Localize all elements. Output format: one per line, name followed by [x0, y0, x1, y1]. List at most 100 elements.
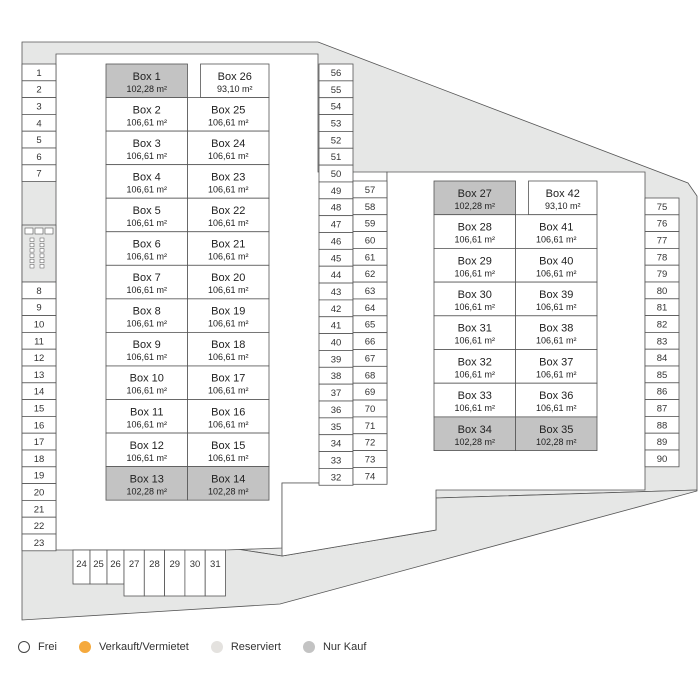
parking-space[interactable]: 64	[352, 298, 388, 317]
parking-space[interactable]: 68	[352, 365, 388, 384]
parking-space[interactable]: 72	[352, 433, 388, 452]
parking-space[interactable]: 42	[318, 299, 354, 318]
parking-space[interactable]: 13	[21, 365, 57, 384]
parking-space[interactable]: 44	[318, 265, 354, 284]
parking-space[interactable]: 27	[123, 549, 145, 597]
parking-space[interactable]: 45	[318, 248, 354, 267]
parking-space[interactable]: 86	[644, 382, 680, 400]
parking-space[interactable]: 39	[318, 350, 354, 368]
parking-space[interactable]: 23	[21, 533, 57, 552]
parking-space[interactable]: 56	[318, 63, 354, 82]
parking-space[interactable]: 50	[318, 164, 354, 183]
parking-space[interactable]: 80	[644, 281, 680, 300]
parking-space[interactable]: 8	[21, 281, 57, 300]
parking-space[interactable]: 26	[106, 549, 125, 585]
parking-space[interactable]: 62	[352, 264, 388, 283]
parking-space[interactable]: 25	[89, 549, 108, 585]
parking-space[interactable]: 47	[318, 215, 354, 233]
parking-space[interactable]: 2	[21, 80, 57, 99]
parking-space[interactable]: 63	[352, 281, 388, 300]
parking-space[interactable]: 7	[21, 164, 57, 183]
parking-space[interactable]: 59	[352, 214, 388, 232]
parking-space[interactable]: 85	[644, 365, 680, 384]
parking-space[interactable]: 15	[21, 399, 57, 417]
parking-space[interactable]: 32	[318, 467, 354, 486]
parking-space[interactable]: 84	[644, 348, 680, 367]
parking-space[interactable]: 66	[352, 332, 388, 350]
parking-space[interactable]: 73	[352, 450, 388, 468]
parking-space[interactable]: 60	[352, 231, 388, 249]
parking-space[interactable]: 76	[644, 214, 680, 233]
parking-space[interactable]: 33	[318, 451, 354, 469]
parking-space[interactable]: 29	[164, 549, 186, 597]
parking-space[interactable]: 4	[21, 114, 57, 132]
parking-space[interactable]: 20	[21, 483, 57, 501]
parking-space[interactable]: 75	[644, 197, 680, 216]
parking-space[interactable]: 46	[318, 232, 354, 250]
parking-space[interactable]: 12	[21, 348, 57, 367]
parking-space[interactable]: 10	[21, 315, 57, 333]
parking-space[interactable]: 17	[21, 432, 57, 451]
parking-space[interactable]: 54	[318, 97, 354, 115]
parking-space[interactable]: 19	[21, 466, 57, 484]
parking-space[interactable]: 43	[318, 282, 354, 301]
parking-space[interactable]: 38	[318, 366, 354, 385]
parking-space[interactable]: 18	[21, 449, 57, 468]
parking-space[interactable]: 36	[318, 400, 354, 419]
parking-space[interactable]: 28	[143, 549, 166, 597]
parking-space[interactable]: 3	[21, 97, 57, 115]
parking-space[interactable]: 53	[318, 114, 354, 132]
parking-space[interactable]: 55	[318, 80, 354, 99]
parking-space[interactable]: 40	[318, 333, 354, 351]
parking-space[interactable]: 35	[318, 417, 354, 436]
parking-space[interactable]: 22	[21, 516, 57, 535]
parking-space[interactable]: 89	[644, 432, 680, 451]
parking-space[interactable]: 11	[21, 331, 57, 350]
parking-space[interactable]: 79	[644, 264, 680, 283]
parking-space[interactable]: 88	[644, 415, 680, 434]
parking-space[interactable]: 41	[318, 316, 354, 335]
parking-space[interactable]: 6	[21, 147, 57, 166]
parking-space[interactable]: 67	[352, 349, 388, 367]
parking-space[interactable]: 69	[352, 382, 388, 401]
parking-space[interactable]: 81	[644, 298, 680, 316]
parking-space[interactable]: 71	[352, 416, 388, 435]
parking-space[interactable]: 34	[318, 434, 354, 452]
parking-space[interactable]: 1	[21, 63, 57, 82]
parking-space[interactable]: 48	[318, 198, 354, 217]
parking-space[interactable]: 70	[352, 399, 388, 418]
parking-space[interactable]: 51	[318, 147, 354, 166]
parking-space[interactable]: 65	[352, 315, 388, 334]
parking-space[interactable]: 14	[21, 382, 57, 400]
parking-space[interactable]: 58	[352, 197, 388, 216]
